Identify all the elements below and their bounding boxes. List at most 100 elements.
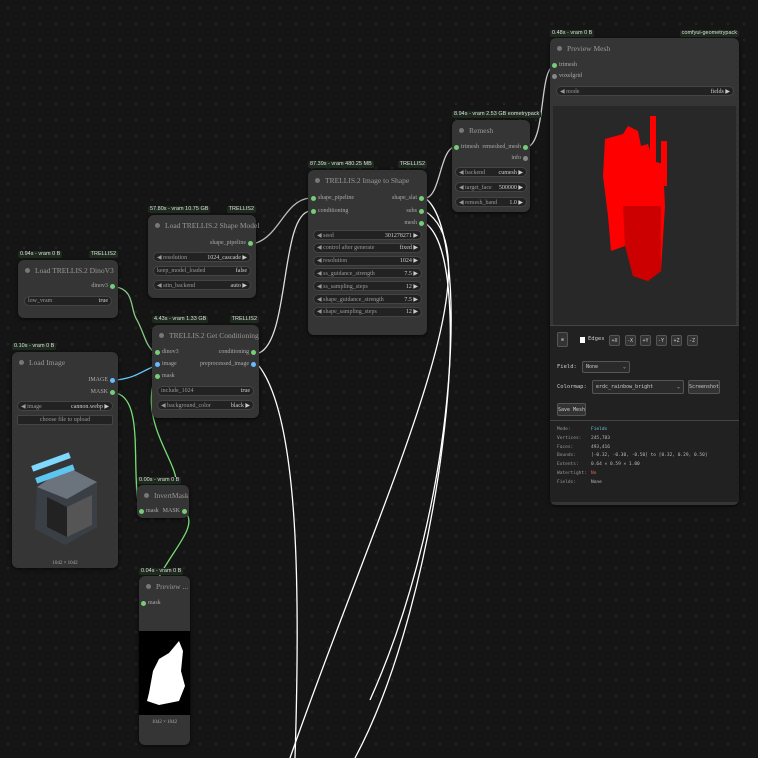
output-subs[interactable]: subs	[406, 208, 424, 214]
output-mesh[interactable]: mesh	[404, 220, 424, 226]
node-title: Remesh	[469, 125, 494, 135]
view-axis-button[interactable]: +Y	[640, 335, 651, 346]
mask-preview	[139, 631, 190, 715]
output-info[interactable]: info	[511, 155, 528, 161]
image-size-label: 1042 × 1042	[151, 720, 178, 725]
mesh-info-row: Mode:Fields	[557, 427, 608, 432]
node-title: Load Image	[29, 357, 66, 367]
mesh-info-row: Fields:None	[557, 479, 602, 485]
mesh-info-row: Faces:493,416	[557, 444, 610, 450]
edges-checkbox[interactable]	[580, 337, 585, 343]
view-axis-button[interactable]: -Y	[655, 335, 667, 346]
output-shape-pipeline[interactable]: shape_pipeline	[210, 240, 253, 246]
collapse-dot-icon[interactable]	[19, 359, 24, 365]
output-remeshed-mesh[interactable]: remeshed_mesh	[482, 144, 528, 150]
node-timing-badge: 57.80s - vram 10.75 GB	[148, 206, 211, 213]
output-conditioning[interactable]: conditioning	[219, 349, 256, 355]
input-shape-pipeline[interactable]: shape_pipeline	[311, 195, 354, 201]
reset-view-button[interactable]: ⊕	[557, 332, 568, 347]
node-pack-badge: TRELLIS2	[226, 206, 256, 213]
view-axis-button[interactable]: -X	[624, 335, 636, 346]
image-size-label: 1042 × 1042	[52, 561, 78, 566]
upload-button[interactable]: choose file to upload	[17, 415, 113, 425]
input-image[interactable]: image	[155, 361, 177, 367]
input-conditioning[interactable]: conditioning	[311, 208, 348, 214]
image-preview-cannon	[31, 452, 97, 545]
output-preprocessed-image[interactable]: preprocessed_image	[200, 361, 256, 367]
node-title: InvertMask	[154, 490, 189, 500]
save-mesh-button[interactable]: Save Mesh	[557, 403, 586, 416]
node-preview-image[interactable]: Preview ... mask 1042 × 1042	[139, 576, 190, 745]
node-title: Preview Mesh	[567, 43, 611, 53]
node-invert-mask[interactable]: InvertMask mask MASK	[137, 485, 189, 518]
mesh-3d-viewport[interactable]	[553, 106, 736, 325]
colormap-select[interactable]: erdc_rainbow_bright⌄	[592, 380, 684, 394]
node-title: Preview ...	[156, 581, 189, 591]
input-trimesh[interactable]: trimesh	[552, 62, 577, 68]
collapse-dot-icon[interactable]	[557, 45, 562, 51]
input-mask[interactable]: mask	[155, 373, 175, 379]
node-timing-badge: 8.94s - vram 2.53 GB eometrypack	[452, 111, 542, 118]
output-image[interactable]: IMAGE	[88, 377, 115, 383]
output-shape-slat[interactable]: shape_slat	[392, 195, 424, 201]
screenshot-button[interactable]: Screenshot	[688, 380, 720, 394]
mesh-info-row: Vertices:245,783	[557, 435, 610, 441]
collapse-dot-icon[interactable]	[315, 177, 320, 183]
view-axis-button[interactable]: +Z	[671, 335, 682, 346]
output-mask[interactable]: MASK	[91, 389, 115, 395]
node-image-to-shape[interactable]: TRELLIS.2 Image to Shape shape_pipeline …	[308, 170, 427, 335]
node-pack-badge: TRELLIS2	[397, 161, 427, 168]
mesh-info-row: Bounds:[-0.32, -0.30, -0.50] to [0.32, 0…	[557, 453, 708, 459]
output-mask[interactable]: MASK	[163, 508, 187, 514]
node-get-conditioning[interactable]: TRELLIS.2 Get Conditioning dinov3 image …	[152, 325, 259, 418]
mesh-render	[603, 116, 667, 281]
collapse-dot-icon[interactable]	[144, 492, 149, 498]
node-timing-badge: 4.43s - vram 1.33 GB	[152, 316, 209, 323]
output-dinov3[interactable]: dinov3	[91, 283, 115, 289]
collapse-dot-icon[interactable]	[25, 267, 30, 273]
input-trimesh[interactable]: trimesh	[454, 144, 479, 150]
view-axis-button[interactable]: +X	[609, 335, 620, 346]
field-select[interactable]: None⌄	[582, 361, 630, 373]
node-title: Load TRELLIS.2 DinoV3	[35, 265, 114, 275]
collapse-dot-icon[interactable]	[146, 583, 151, 589]
node-timing-badge: 0.00s - vram 0 B	[137, 477, 182, 484]
node-pack-badge: TRELLIS2	[229, 316, 259, 323]
mesh-info-row: Extents:0.64 × 0.59 × 1.00	[557, 462, 640, 468]
node-title: TRELLIS.2 Get Conditioning	[169, 330, 259, 340]
view-axis-button[interactable]: -Z	[686, 335, 698, 346]
collapse-dot-icon[interactable]	[159, 332, 164, 338]
node-remesh[interactable]: Remesh trimesh remeshed_mesh info ◀ back…	[452, 120, 530, 212]
input-mask[interactable]: mask	[141, 600, 161, 606]
input-voxelgrid[interactable]: voxelgrid	[552, 73, 582, 79]
input-mask[interactable]: mask	[139, 508, 159, 514]
field-label: Field:	[557, 364, 577, 370]
mesh-info-row: Watertight:No	[557, 471, 597, 476]
collapse-dot-icon[interactable]	[155, 222, 160, 228]
collapse-dot-icon[interactable]	[459, 127, 464, 133]
node-load-shape-model[interactable]: Load TRELLIS.2 Shape Model shape_pipelin…	[148, 215, 259, 298]
input-dinov3[interactable]: dinov3	[155, 349, 179, 355]
